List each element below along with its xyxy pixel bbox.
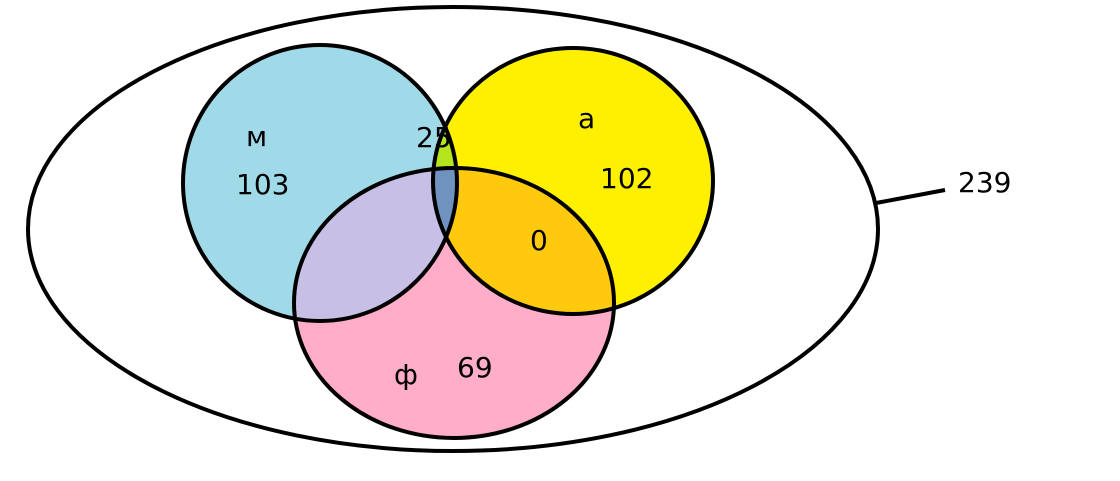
set-m-only-value: 103 (236, 168, 289, 201)
universe-value: 239 (958, 166, 1011, 199)
set-a-outline (431, 46, 715, 316)
intersection-m-a-value: 25 (416, 121, 452, 154)
set-m-label: м (246, 120, 267, 153)
intersection-a-f-value: 0 (530, 224, 548, 257)
set-m-outline (181, 43, 459, 323)
set-f-label: ф (394, 358, 418, 391)
set-f-outline (292, 166, 616, 440)
set-a-label: а (578, 102, 595, 135)
set-a-only-value: 102 (600, 162, 653, 195)
set-f-only-value: 69 (457, 351, 493, 384)
universe-pointer-line (875, 188, 946, 205)
